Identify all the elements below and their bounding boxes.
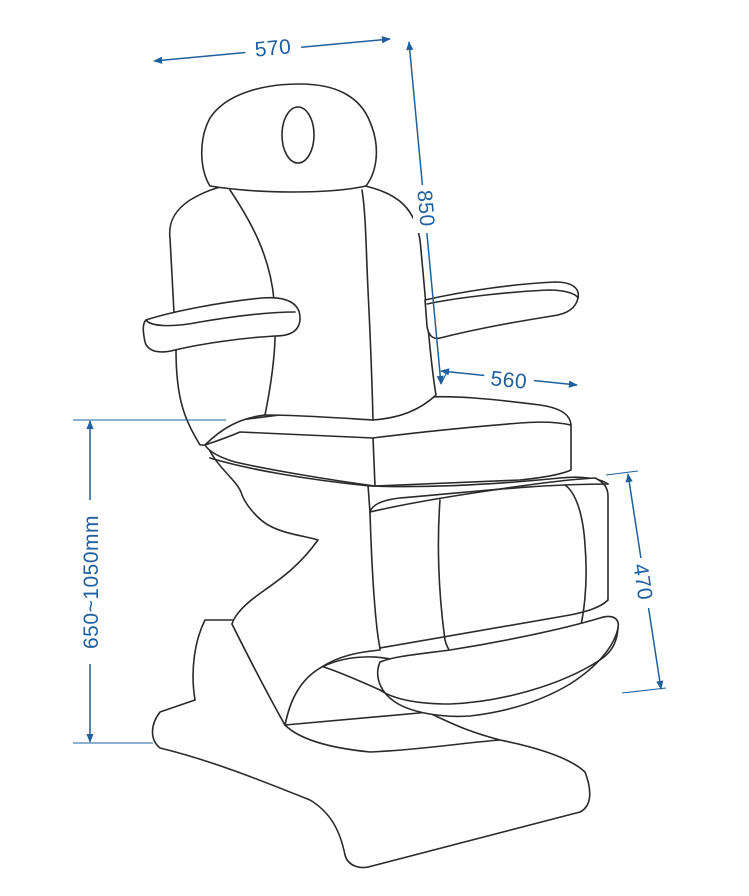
chair-drawing — [142, 83, 620, 869]
right-armrest-top — [426, 289, 579, 305]
dimension-annotations: 570 850 560 650~1050mm 470 — [73, 31, 667, 744]
seat-depth-label: 560 — [490, 367, 529, 394]
leg-rest-top — [369, 483, 609, 513]
backrest-right-panel — [361, 189, 374, 421]
footrest-front — [379, 627, 619, 705]
seat-depth-extension — [440, 373, 447, 385]
width-label: 570 — [254, 35, 293, 61]
left-armrest-top — [145, 311, 296, 327]
leg-label: 470 — [628, 562, 656, 602]
seat-base-plate — [209, 457, 609, 488]
seat-top-edge — [204, 421, 572, 446]
height-label-bg — [77, 500, 103, 664]
leg-label-bg — [631, 558, 657, 608]
backrest-label: 850 — [412, 189, 438, 227]
backrest-label-bg — [413, 185, 441, 233]
footrest — [376, 615, 620, 718]
base-inner-edge — [284, 724, 501, 753]
leg-extension-bottom — [621, 687, 667, 694]
height-label: 650~1050mm — [80, 515, 103, 649]
width-label-bg — [243, 31, 303, 63]
left-armrest — [142, 296, 301, 353]
seat-front-edge — [372, 437, 376, 487]
headrest-face-hole — [281, 106, 315, 164]
support-column — [206, 444, 381, 726]
seat-depth-label-bg — [482, 363, 536, 395]
leg-extension-top — [605, 470, 639, 476]
leg-rest — [369, 477, 609, 649]
